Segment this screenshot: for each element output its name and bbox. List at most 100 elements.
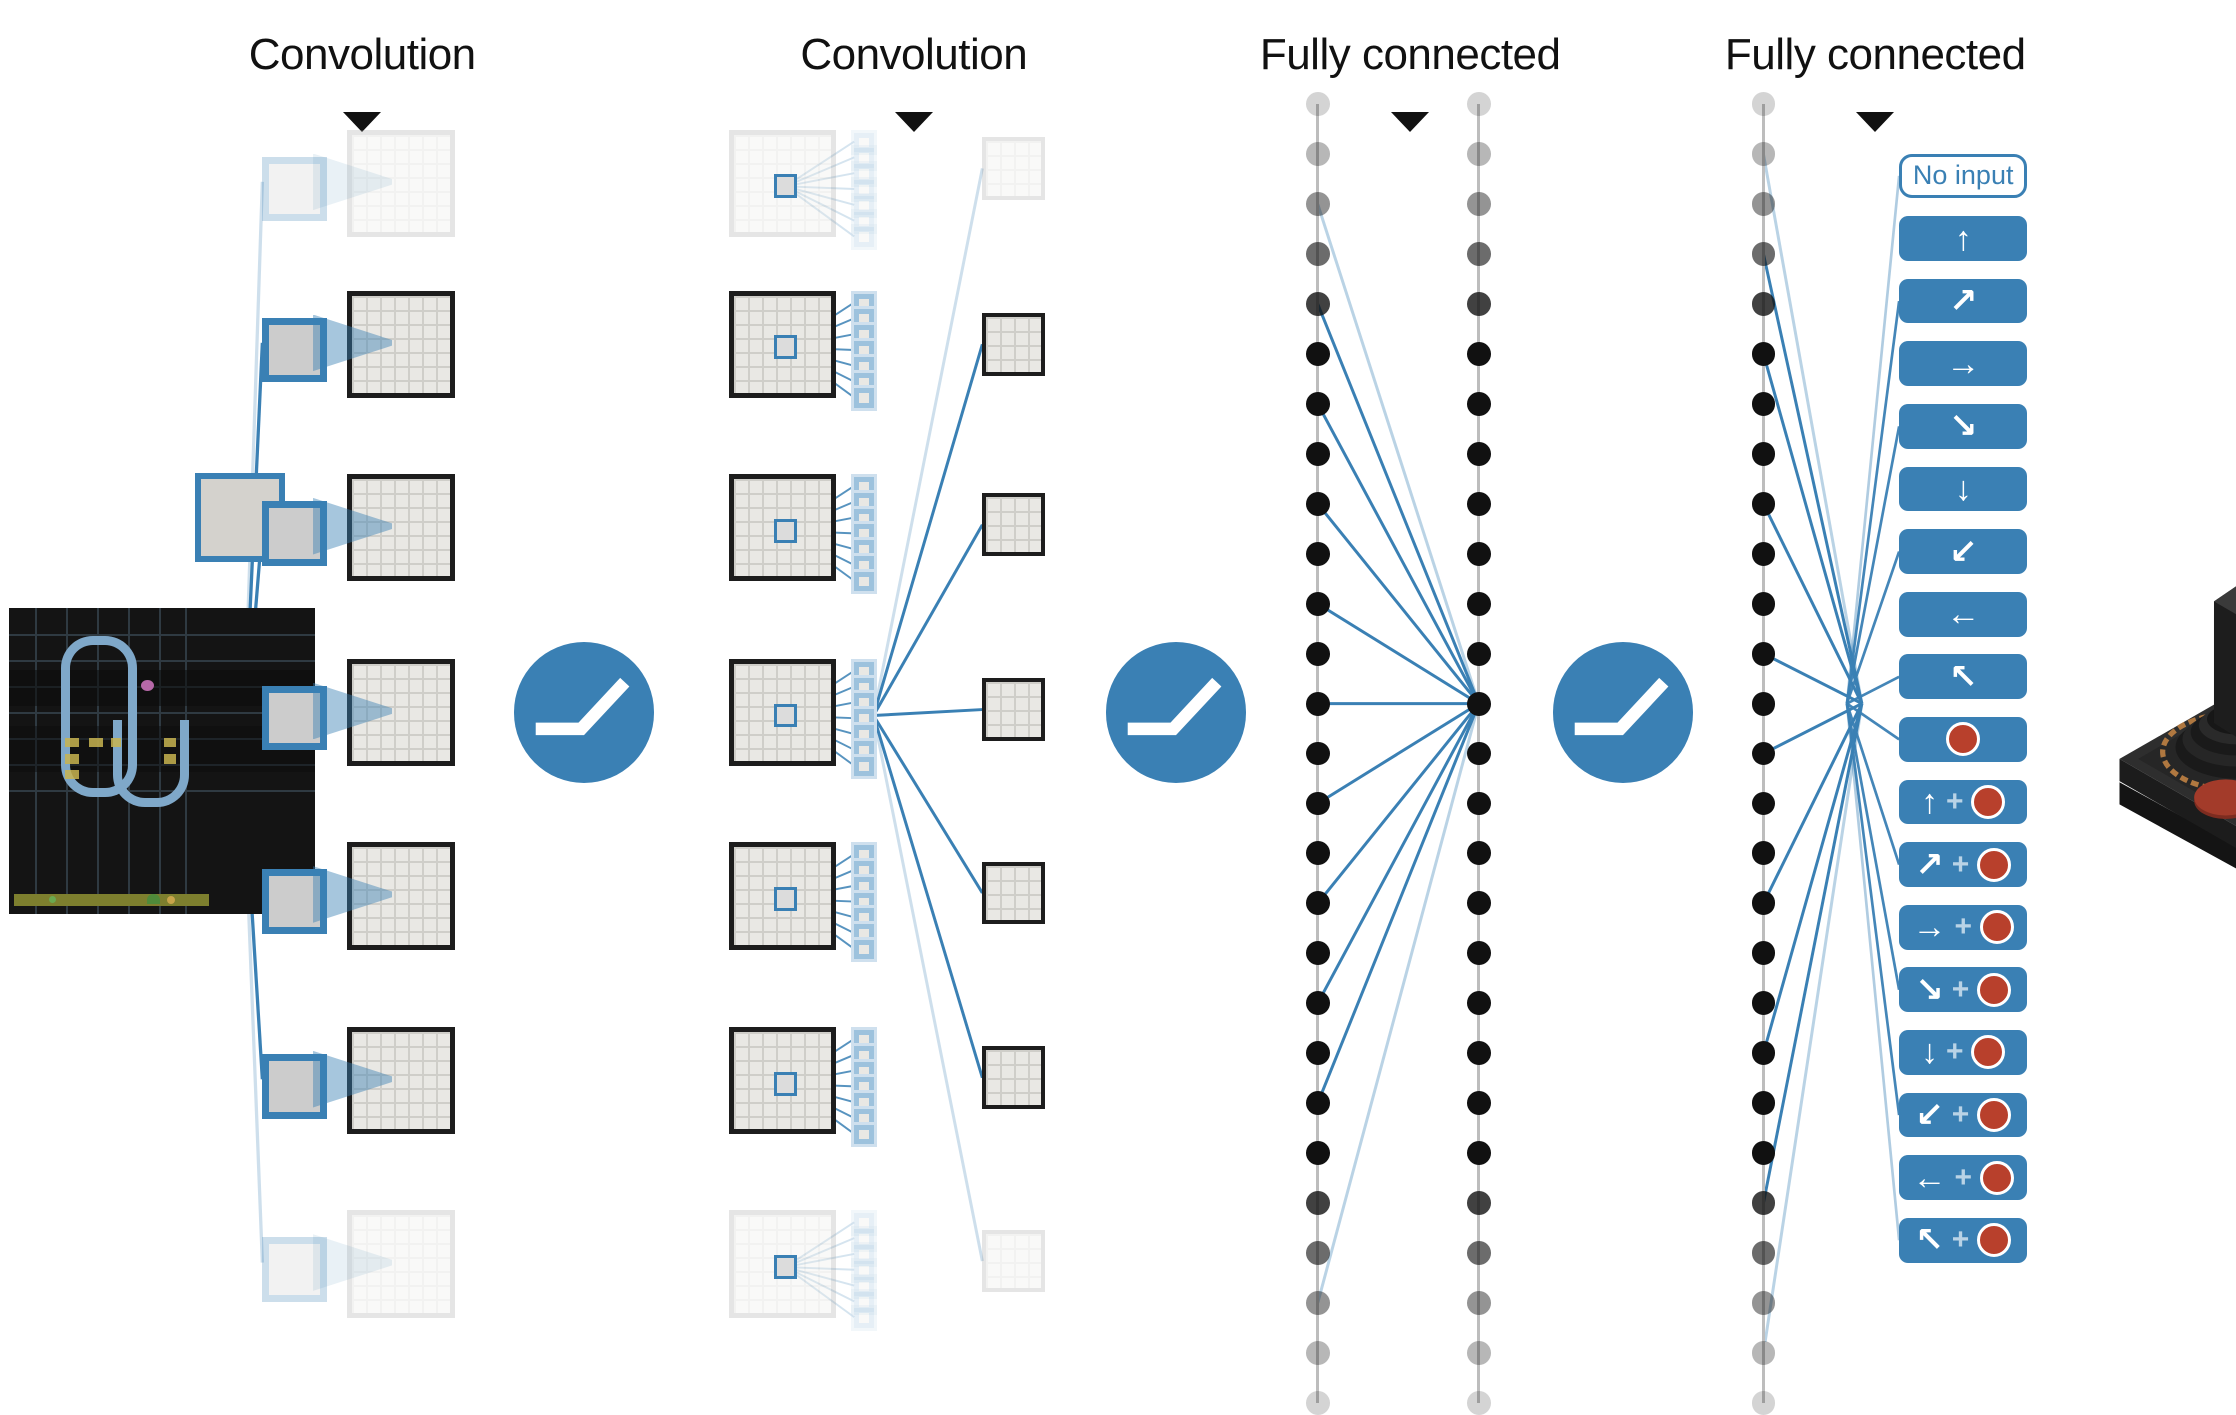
fc-column-2-neuron[interactable] bbox=[1466, 791, 1491, 816]
fc-column-1-neuron[interactable] bbox=[1305, 641, 1330, 666]
fc-column-3-neuron[interactable] bbox=[1751, 192, 1776, 217]
action-up-left[interactable]: ↖ bbox=[1899, 654, 2028, 700]
fc-column-1-neuron[interactable] bbox=[1305, 841, 1330, 866]
fc-column-2-neuron[interactable] bbox=[1466, 591, 1491, 616]
fc-column-1-neuron[interactable] bbox=[1305, 142, 1330, 167]
fc-column-1-neuron[interactable] bbox=[1305, 1340, 1330, 1365]
fc-column-3-neuron[interactable] bbox=[1751, 1091, 1776, 1115]
fc-column-3-neuron[interactable] bbox=[1751, 1390, 1776, 1415]
action-right[interactable]: → bbox=[1899, 341, 2028, 387]
fc-column-1-neuron[interactable] bbox=[1305, 292, 1330, 316]
fc-column-1-neuron[interactable] bbox=[1305, 1240, 1330, 1265]
action-no-input[interactable]: No input bbox=[1899, 153, 2028, 199]
fc-column-3-neuron[interactable] bbox=[1751, 441, 1776, 466]
fc-column-3-neuron[interactable] bbox=[1751, 1290, 1776, 1315]
fc-column-2-neuron[interactable] bbox=[1466, 1240, 1491, 1265]
fc-column-3-neuron[interactable] bbox=[1751, 841, 1776, 866]
fc-column-1-neuron[interactable] bbox=[1305, 991, 1330, 1016]
fc-column-3-neuron[interactable] bbox=[1751, 991, 1776, 1016]
action-up-right[interactable]: ↗ bbox=[1899, 278, 2028, 324]
fc-column-3-neuron[interactable] bbox=[1751, 242, 1776, 267]
fc-column-2-neuron[interactable] bbox=[1466, 1390, 1491, 1415]
action-left-fire[interactable]: ←+ bbox=[1899, 1155, 2028, 1200]
fc-column-3-neuron[interactable] bbox=[1751, 891, 1776, 916]
fc-column-2-neuron[interactable] bbox=[1466, 641, 1491, 666]
fc-column-3-neuron[interactable] bbox=[1751, 541, 1776, 566]
fc-column-1-neuron[interactable] bbox=[1305, 1141, 1330, 1165]
fc-column-3-neuron[interactable] bbox=[1751, 92, 1776, 117]
action-down-left-fire[interactable]: ↙+ bbox=[1899, 1092, 2028, 1138]
fc-column-1-neuron[interactable] bbox=[1305, 192, 1330, 217]
fc-column-3-neuron[interactable] bbox=[1751, 591, 1776, 616]
action-up-right-fire[interactable]: ↗+ bbox=[1899, 842, 2028, 887]
fc-column-2-neuron[interactable] bbox=[1466, 1191, 1491, 1215]
action-up-fire[interactable]: ↑+ bbox=[1899, 779, 2028, 825]
fc-column-3-neuron[interactable] bbox=[1751, 791, 1776, 816]
fc-column-2-neuron[interactable] bbox=[1466, 491, 1491, 516]
fc-column-3-neuron[interactable] bbox=[1751, 641, 1776, 666]
fc-column-3-neuron[interactable] bbox=[1751, 142, 1776, 167]
action-left[interactable]: ← bbox=[1899, 591, 2028, 637]
fc-column-1-neuron[interactable] bbox=[1305, 392, 1330, 416]
fc-column-2-neuron[interactable] bbox=[1466, 1141, 1491, 1165]
fc-column-3-neuron[interactable] bbox=[1751, 1340, 1776, 1365]
fc-column-1-neuron[interactable] bbox=[1305, 1390, 1330, 1415]
fc-column-2-neuron[interactable] bbox=[1466, 1041, 1491, 1066]
fc-column-2-neuron[interactable] bbox=[1466, 441, 1491, 466]
fc-column-3-neuron[interactable] bbox=[1751, 292, 1776, 316]
fc-column-3-neuron[interactable] bbox=[1751, 392, 1776, 416]
fc-column-2-neuron[interactable] bbox=[1466, 392, 1491, 416]
fc-column-2-neuron[interactable] bbox=[1466, 691, 1491, 716]
fc-column-1-neuron[interactable] bbox=[1305, 691, 1330, 716]
action-right-fire[interactable]: →+ bbox=[1899, 904, 2028, 950]
fc-column-1-neuron[interactable] bbox=[1305, 92, 1330, 117]
fc-column-1-neuron[interactable] bbox=[1305, 1191, 1330, 1215]
fc-column-2-neuron[interactable] bbox=[1466, 841, 1491, 866]
fc-column-1-neuron[interactable] bbox=[1305, 891, 1330, 916]
fc-column-3-neuron[interactable] bbox=[1751, 491, 1776, 516]
fc-column-3-neuron[interactable] bbox=[1751, 691, 1776, 716]
action-fire[interactable] bbox=[1899, 717, 2028, 762]
fc-column-2-neuron[interactable] bbox=[1466, 541, 1491, 566]
fc-column-2-neuron[interactable] bbox=[1466, 92, 1491, 117]
action-down-fire[interactable]: ↓+ bbox=[1899, 1030, 2028, 1075]
fc-column-3-neuron[interactable] bbox=[1751, 941, 1776, 966]
fire-button-icon bbox=[1977, 972, 2012, 1007]
fc-column-3-neuron[interactable] bbox=[1751, 1240, 1776, 1265]
fc-column-2-neuron[interactable] bbox=[1466, 1091, 1491, 1115]
action-down-right-fire[interactable]: ↘+ bbox=[1899, 967, 2028, 1013]
fc-column-3-neuron[interactable] bbox=[1751, 1141, 1776, 1165]
fc-column-2-neuron[interactable] bbox=[1466, 1340, 1491, 1365]
fc-column-2-neuron[interactable] bbox=[1466, 941, 1491, 966]
fc-column-3-neuron[interactable] bbox=[1751, 1191, 1776, 1215]
fc-column-1-neuron[interactable] bbox=[1305, 1091, 1330, 1115]
fc-column-2-neuron[interactable] bbox=[1466, 991, 1491, 1016]
fc-column-1-neuron[interactable] bbox=[1305, 741, 1330, 766]
fc-column-1-neuron[interactable] bbox=[1305, 342, 1330, 366]
fc-column-2-neuron[interactable] bbox=[1466, 741, 1491, 766]
action-down-left[interactable]: ↙ bbox=[1899, 529, 2028, 574]
fc-column-1-neuron[interactable] bbox=[1305, 541, 1330, 566]
fc-column-1-neuron[interactable] bbox=[1305, 1041, 1330, 1066]
fc-column-1-neuron[interactable] bbox=[1305, 491, 1330, 516]
action-up-left-fire[interactable]: ↖+ bbox=[1899, 1217, 2028, 1263]
fc-column-2-neuron[interactable] bbox=[1466, 891, 1491, 916]
fc-column-3-neuron[interactable] bbox=[1751, 1041, 1776, 1066]
fc-column-1-neuron[interactable] bbox=[1305, 941, 1330, 966]
action-up[interactable]: ↑ bbox=[1899, 216, 2028, 261]
fc-column-1-neuron[interactable] bbox=[1305, 791, 1330, 816]
fc-column-2-neuron[interactable] bbox=[1466, 1290, 1491, 1315]
fc-column-1-neuron[interactable] bbox=[1305, 441, 1330, 466]
fc-column-1-neuron[interactable] bbox=[1305, 1290, 1330, 1315]
fc-column-2-neuron[interactable] bbox=[1466, 342, 1491, 366]
action-down[interactable]: ↓ bbox=[1899, 466, 2028, 512]
fc-column-2-neuron[interactable] bbox=[1466, 142, 1491, 167]
fc-column-1-neuron[interactable] bbox=[1305, 591, 1330, 616]
fc-column-2-neuron[interactable] bbox=[1466, 242, 1491, 267]
fc-column-3-neuron[interactable] bbox=[1751, 342, 1776, 366]
fc-column-1-neuron[interactable] bbox=[1305, 242, 1330, 267]
action-down-right[interactable]: ↘ bbox=[1899, 403, 2028, 449]
fc-column-3-neuron[interactable] bbox=[1751, 741, 1776, 766]
fc-column-2-neuron[interactable] bbox=[1466, 292, 1491, 316]
fc-column-2-neuron[interactable] bbox=[1466, 192, 1491, 217]
